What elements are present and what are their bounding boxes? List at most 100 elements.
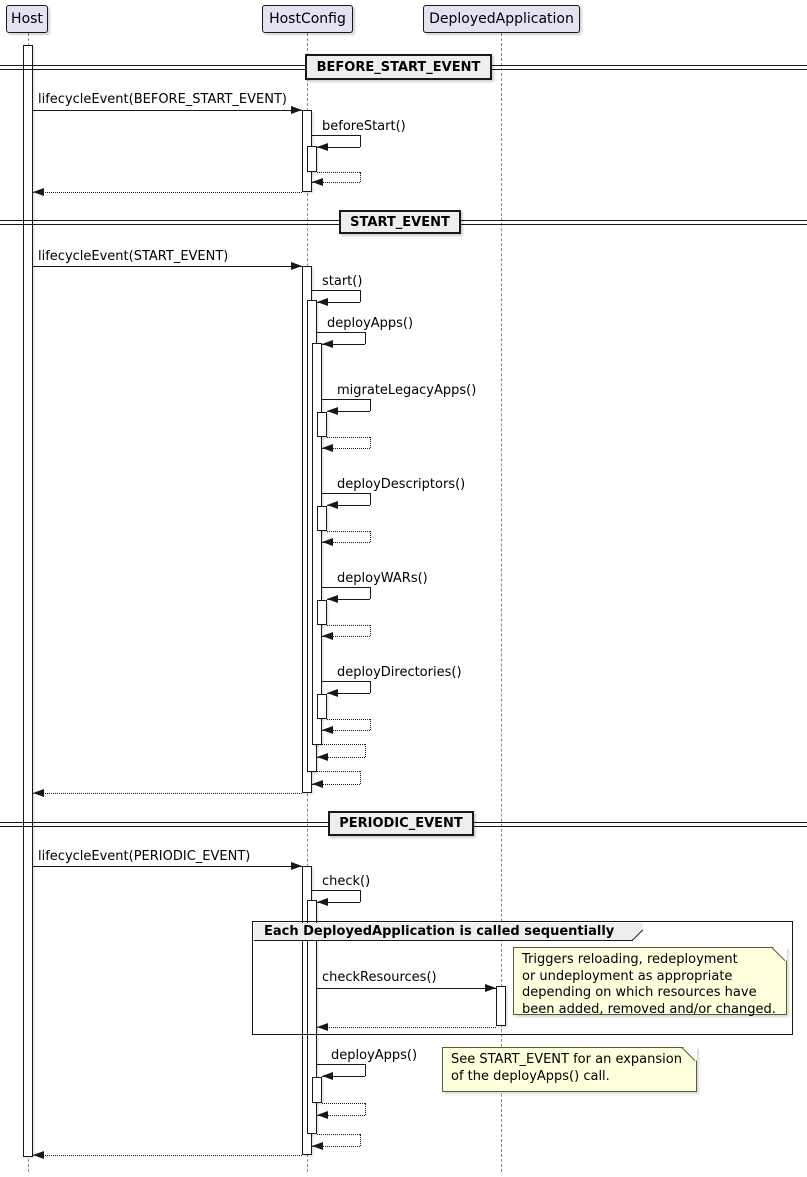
activation-host (23, 45, 33, 1157)
activation-hostconfig-deploydirectories (317, 694, 327, 719)
self-call-line (317, 902, 360, 903)
lifeline-deployedapplication (501, 33, 502, 1172)
arrow-head (33, 1151, 44, 1159)
return-line (33, 793, 302, 794)
arrow-head (312, 1142, 323, 1150)
participant-deployedapplication: DeployedApplication (423, 5, 580, 33)
activation-hostconfig-deployapps (312, 343, 322, 745)
divider-periodic-event-label: PERIODIC_EVENT (339, 816, 463, 831)
self-return-line (317, 757, 365, 758)
message-label-deployapps: deployApps() (327, 316, 414, 331)
arrow-head (291, 262, 302, 270)
activation-hostconfig-migratelegacyapps (317, 412, 327, 437)
arrow-head (291, 106, 302, 114)
self-call-line (327, 599, 370, 600)
self-return-line (322, 636, 370, 637)
arrow-head (322, 340, 333, 348)
message-label-start: start() (322, 274, 363, 289)
self-return-line (327, 719, 370, 720)
arrow-head (317, 753, 328, 761)
self-return-line (365, 1103, 366, 1115)
return-line (33, 1155, 302, 1156)
self-return-line (317, 1115, 365, 1116)
self-call-line (327, 505, 370, 506)
group-header (254, 923, 643, 940)
self-call-line (360, 890, 361, 902)
self-call-line (365, 332, 366, 344)
activation-hostconfig-deployapps-periodic (312, 1077, 322, 1103)
arrow-head (322, 1072, 333, 1080)
self-return-line (370, 625, 371, 636)
divider-before-start-event: BEFORE_START_EVENT (305, 54, 492, 80)
self-return-line (370, 531, 371, 542)
participant-hostconfig: HostConfig (262, 5, 353, 33)
message-line (33, 110, 302, 111)
self-call-line (370, 681, 371, 693)
self-return-line (312, 784, 360, 785)
self-call-line (370, 493, 371, 505)
message-label-deploywars: deployWARs() (337, 571, 428, 586)
arrow-head (312, 178, 323, 186)
note-deploy-apps: See START_EVENT for an expansion of the … (442, 1047, 697, 1092)
arrow-head (322, 538, 333, 546)
arrow-head (485, 984, 496, 992)
arrow-head (317, 898, 328, 906)
arrow-head (322, 726, 333, 734)
self-call-line (317, 1064, 365, 1065)
message-label-lifecycle-start: lifecycleEvent(START_EVENT) (38, 249, 229, 264)
message-label-migratelegacyapps: migrateLegacyApps() (337, 383, 477, 398)
activation-hostconfig-deploywars (317, 600, 327, 625)
self-call-line (322, 493, 370, 494)
self-call-line (360, 135, 361, 147)
self-return-line (327, 531, 370, 532)
arrow-head (327, 407, 338, 415)
activation-deployedapplication-checkresources (496, 986, 506, 1026)
message-line (33, 266, 302, 267)
divider-periodic-event: PERIODIC_EVENT (328, 811, 474, 836)
return-line (317, 1027, 496, 1028)
self-return-line (370, 437, 371, 448)
message-label-deploydirectories: deployDirectories() (337, 665, 462, 680)
message-line (317, 988, 496, 989)
self-call-line (370, 587, 371, 599)
group-frame (252, 921, 793, 1035)
self-return-line (360, 1134, 361, 1146)
self-call-line (322, 399, 370, 400)
divider-start-event-label: START_EVENT (350, 214, 450, 230)
arrow-head (322, 632, 333, 640)
self-call-line (317, 332, 365, 333)
self-call-line (317, 302, 360, 303)
arrow-head (317, 143, 328, 151)
self-return-line (327, 625, 370, 626)
self-return-line (317, 771, 360, 772)
divider-start-event: START_EVENT (339, 210, 461, 234)
message-line (33, 866, 302, 867)
arrow-head (327, 595, 338, 603)
self-return-line (317, 172, 360, 173)
self-call-line (322, 1076, 365, 1077)
message-label-deploydescriptors: deployDescriptors() (337, 477, 466, 492)
message-label-beforestart: beforeStart() (322, 119, 406, 134)
participant-host: Host (6, 5, 48, 33)
self-return-line (312, 182, 360, 183)
self-return-line (365, 744, 366, 757)
activation-hostconfig-check (307, 900, 317, 1134)
arrow-head (33, 789, 44, 797)
message-label-lifecycle-periodic: lifecycleEvent(PERIODIC_EVENT) (38, 849, 251, 864)
message-label-deployapps-periodic: deployApps() (331, 1048, 418, 1063)
self-return-line (370, 719, 371, 730)
self-call-line (312, 290, 360, 291)
self-return-line (327, 437, 370, 438)
self-call-line (317, 147, 360, 148)
arrow-head (312, 780, 323, 788)
arrow-head (322, 444, 333, 452)
self-call-line (322, 681, 370, 682)
self-return-line (312, 1146, 360, 1147)
self-call-line (360, 290, 361, 302)
arrow-head (317, 298, 328, 306)
arrow-head (317, 1111, 328, 1119)
self-return-line (317, 1134, 360, 1135)
self-return-line (322, 730, 370, 731)
arrow-head (317, 1023, 328, 1031)
self-return-line (322, 744, 365, 745)
